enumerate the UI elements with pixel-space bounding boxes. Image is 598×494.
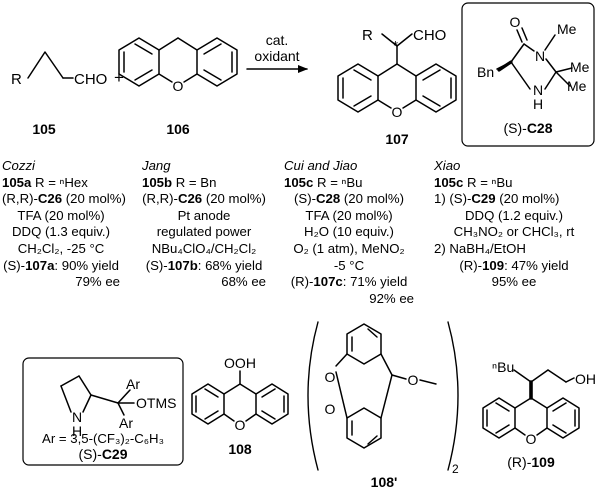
c29-label: (S)-C29: [78, 446, 127, 462]
aldehyde-r-label: R: [11, 71, 22, 88]
dimer-bridging-oxygen: O: [408, 372, 419, 388]
substrate-line: 105c R = ⁿBu: [284, 174, 363, 190]
compound-label-105: 105: [32, 121, 56, 137]
result-line: (R)-109: 47% yield: [459, 257, 569, 273]
alcohol-oxygen: O: [526, 431, 537, 447]
ee-line: 79% ee: [75, 274, 120, 290]
result-line: (R)-107c: 71% yield: [290, 274, 408, 290]
condition-line: -5 °C: [333, 257, 365, 273]
substrate-line: 105a R = ⁿHex: [2, 174, 88, 190]
c29-aryl-lower: Ar: [119, 415, 133, 431]
conditions-jang: Jang 105b R = Bn (R,R)-C26 (20 mol%) Pt …: [142, 158, 266, 291]
arrow-label-oxidant: oxidant: [254, 48, 299, 64]
c28-label: (S)-C28: [503, 120, 552, 136]
compound-label-108: 108: [228, 441, 252, 457]
condition-line: 2) NaBH₄/EtOH: [434, 240, 526, 256]
conditions-cui-jiao: Cui and Jiao 105c R = ⁿBu (S)-C28 (20 mo…: [284, 158, 414, 307]
catalyst-line: (S)-C28 (20 mol%): [294, 191, 404, 207]
condition-line: regulated power: [156, 224, 252, 240]
author-heading: Jang: [142, 158, 171, 173]
product-cho-label: CHO: [413, 27, 446, 44]
author-heading: Cozzi: [2, 158, 35, 173]
c28-amine-nitrogen: N: [533, 82, 543, 98]
condition-line: DDQ (1.3 equiv.): [12, 224, 110, 240]
arrow-label-catalyst: cat.: [266, 32, 289, 48]
catalyst-line: 1) (S)-C29 (20 mol%): [434, 191, 560, 207]
c28-carbonyl-oxygen: O: [510, 14, 521, 30]
catalyst-c29-structure: [60, 375, 135, 416]
condition-line: H₂O (10 equiv.): [304, 224, 394, 240]
compound-label-107: 107: [385, 131, 409, 147]
condition-line: O₂ (1 atm), MeNO₂: [293, 240, 405, 256]
c29-nitrogen: N: [72, 409, 82, 425]
alcohol-109-structure: [482, 369, 580, 439]
author-heading: Xiao: [434, 158, 461, 173]
c29-aryl-upper: Ar: [126, 376, 140, 392]
c28-benzyl: Bn: [477, 64, 494, 80]
condition-line: CH₂Cl₂, -25 °C: [17, 240, 105, 256]
hydroperoxide-ooh: OOH: [224, 355, 256, 371]
c29-hydrogen: H: [72, 423, 82, 439]
compound-label-106: 106: [166, 121, 190, 137]
c28-n-methyl: Me: [557, 21, 577, 37]
dimer-oxygen-ring-upper: O: [325, 369, 336, 385]
condition-line: NBu₄ClO₄/CH₂Cl₂: [151, 240, 257, 256]
condition-line: CH₃NO₂ or CHCl₃, rt: [453, 224, 575, 240]
aldehyde-105-structure: [27, 51, 74, 79]
catalyst-line: (R,R)-C26 (20 mol%): [2, 191, 126, 207]
product-107-structure: [337, 33, 457, 113]
alcohol-label-109: (R)-109: [507, 454, 555, 470]
result-line: (S)-107b: 68% yield: [145, 257, 263, 273]
condition-line: DDQ (1.2 equiv.): [465, 207, 563, 223]
compound-label-108prime: 108': [371, 474, 398, 490]
conditions-xiao: Xiao 105c R = ⁿBu 1) (S)-C29 (20 mol%) D…: [434, 158, 594, 291]
condition-line: Pt anode: [177, 207, 231, 223]
xanthene-oxygen: O: [173, 78, 184, 94]
dimer-subscript: 2: [452, 462, 459, 476]
aldehyde-cho-label: CHO: [74, 71, 107, 88]
alcohol-hydroxyl: OH: [575, 371, 596, 387]
condition-line: TFA (20 mol%): [305, 207, 393, 223]
c28-methyl-lower: Me: [567, 78, 587, 94]
author-heading: Cui and Jiao: [284, 158, 358, 173]
xanthene-106-structure: [118, 37, 238, 87]
catalyst-c29-box: [22, 357, 184, 466]
product-oxygen: O: [392, 104, 403, 120]
ee-line: 68% ee: [221, 274, 266, 290]
hydroperoxide-oxygen: O: [235, 417, 246, 433]
ee-line: 95% ee: [491, 274, 537, 290]
plus-sign: +: [114, 68, 124, 87]
result-line: (S)-107a: 90% yield: [3, 257, 119, 273]
conditions-cozzi: Cozzi 105a R = ⁿHex (R,R)-C26 (20 mol%) …: [2, 158, 126, 291]
catalyst-c28-structure: [496, 27, 573, 90]
c28-methyl-upper: Me: [570, 59, 590, 75]
dimer-108prime-structure: [307, 321, 459, 471]
c28-amide-nitrogen: N: [535, 48, 545, 64]
catalyst-c28-box: [461, 2, 595, 147]
dimer-oxygen-ring-lower: O: [325, 401, 336, 417]
c29-otms: OTMS: [136, 395, 176, 411]
alcohol-butyl: ⁿBu: [492, 359, 514, 375]
ee-line: 92% ee: [369, 290, 414, 306]
substrate-line: 105b R = Bn: [142, 174, 217, 190]
substrate-line: 105c R = ⁿBu: [434, 174, 513, 190]
c28-amine-hydrogen: H: [533, 96, 543, 112]
condition-line: TFA (20 mol%): [17, 207, 105, 223]
stereocenter-star: *: [393, 38, 398, 53]
hydroperoxide-108-structure: [191, 370, 289, 425]
catalyst-line: (R,R)-C26 (20 mol%): [142, 191, 266, 207]
c29-aryl-definition: Ar = 3,5-(CF₃)₂-C₆H₃: [42, 431, 164, 446]
product-r-label: R: [362, 27, 373, 44]
